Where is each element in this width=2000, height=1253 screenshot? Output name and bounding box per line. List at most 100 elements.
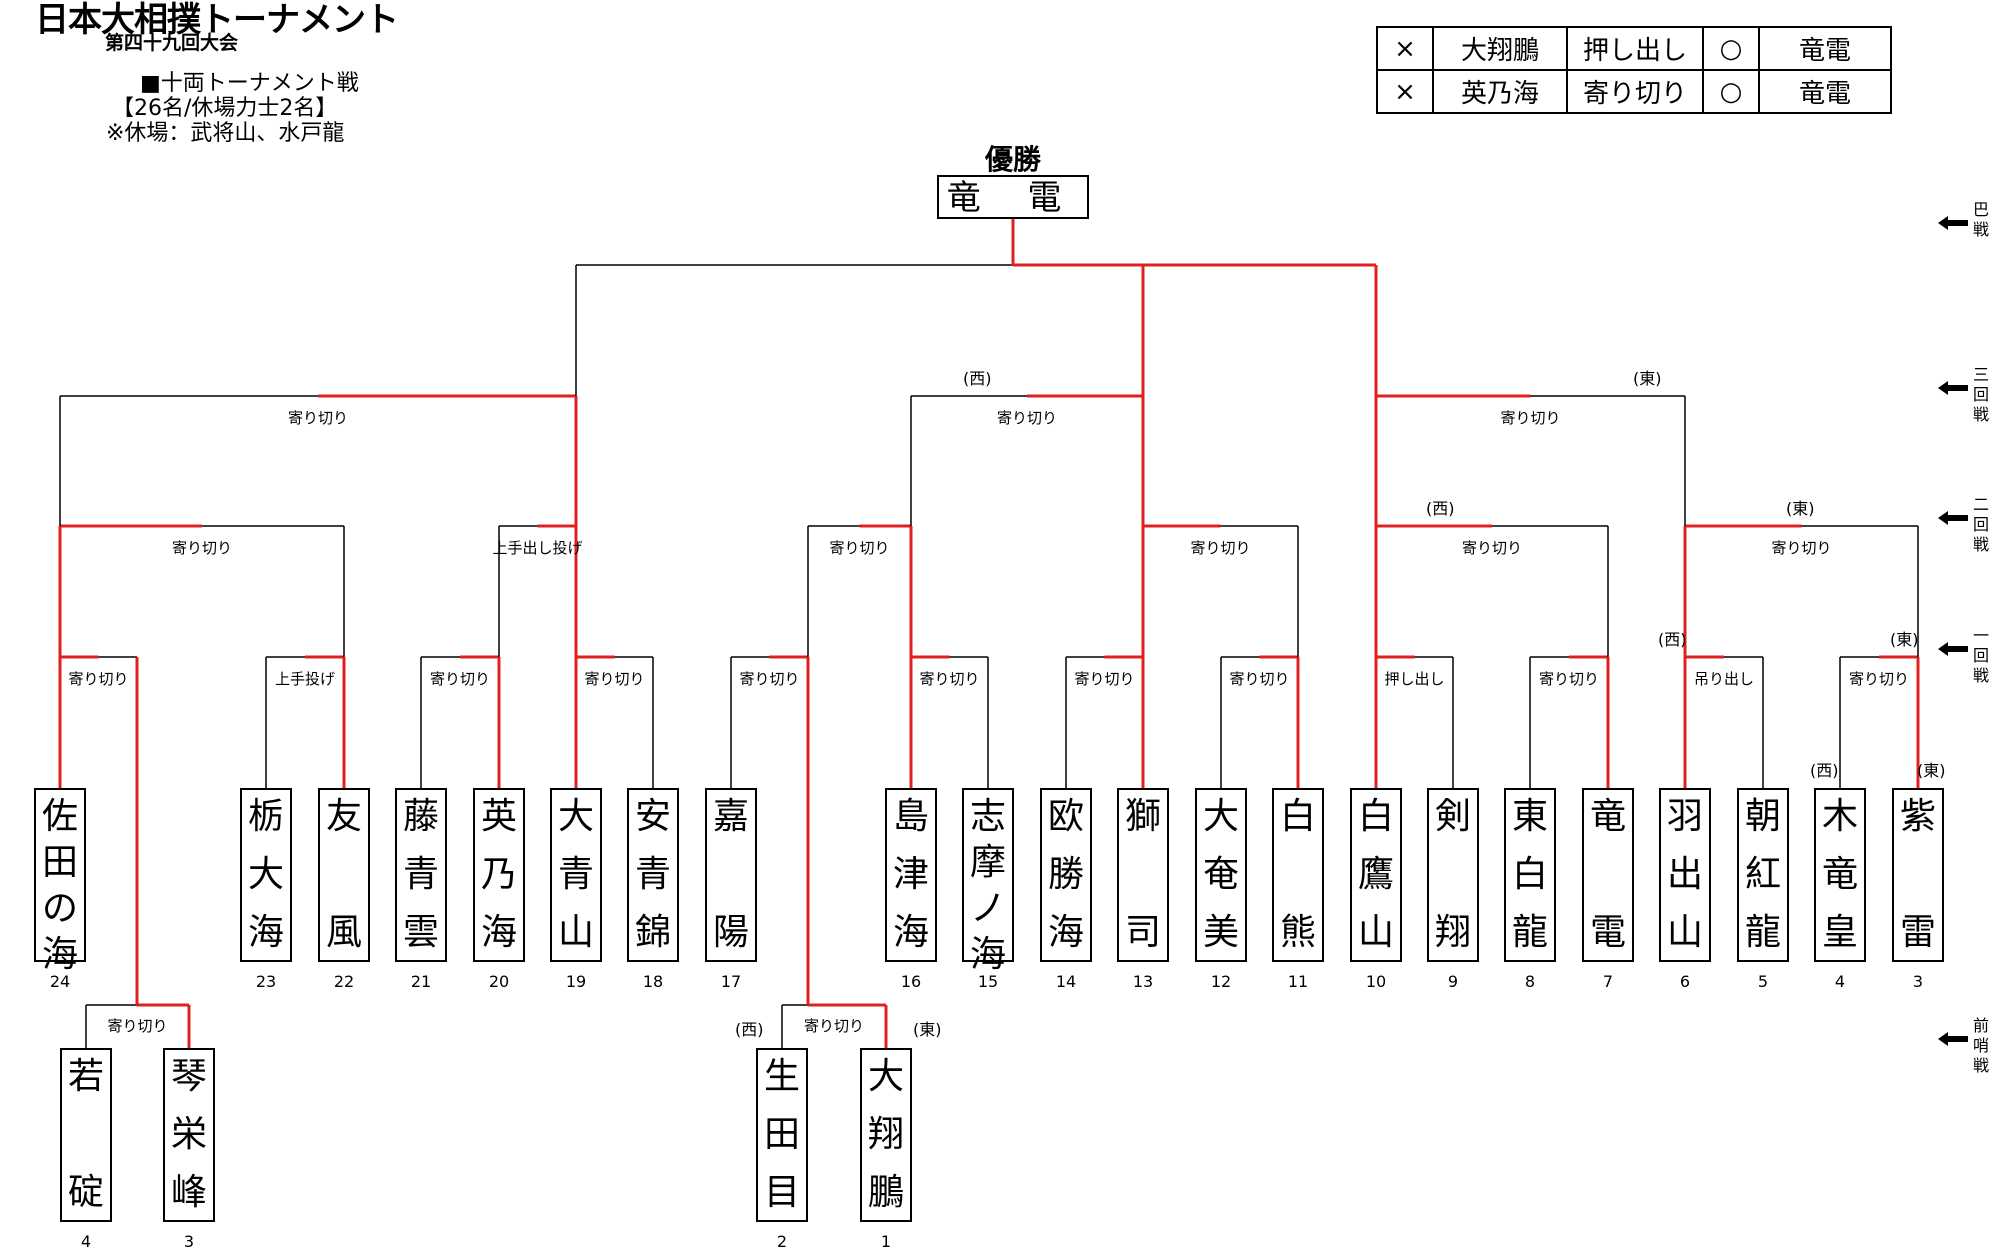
wrestler-name-char: 藤 bbox=[402, 796, 439, 837]
kimarite-label: 寄り切り bbox=[584, 670, 645, 688]
wrestler-name-char: 嘉 bbox=[712, 796, 749, 837]
final-result-table: × 大翔鵬 押し出し ○ 竜電 × 英乃海 寄り切り ○ 竜電 bbox=[1376, 26, 1892, 114]
wrestler-name-char: 島 bbox=[892, 796, 929, 837]
seed-number: 9 bbox=[1447, 972, 1459, 991]
wrestler-name-char: 鵬 bbox=[867, 1172, 904, 1213]
win-mark: ○ bbox=[1702, 26, 1760, 71]
wrestler-name-char: 白 bbox=[1357, 796, 1394, 837]
wrestler-name-box: 獅司 bbox=[1117, 788, 1169, 962]
seed-number: 5 bbox=[1757, 972, 1769, 991]
arrow-left-icon bbox=[1938, 380, 1968, 395]
wrestler-name-char: 海 bbox=[480, 912, 517, 953]
wrestler-name-char: 大 bbox=[557, 796, 594, 837]
round-label: 三回戦 bbox=[1972, 365, 1989, 424]
seed-number: 13 bbox=[1132, 972, 1154, 991]
win-mark: ○ bbox=[1702, 69, 1760, 114]
round-label: 前哨戦 bbox=[1972, 1016, 1989, 1075]
tournament-subtitle: 第四十九回大会 bbox=[105, 32, 239, 54]
wrestler-name-box: 藤青雲 bbox=[395, 788, 447, 962]
seed-number: 7 bbox=[1602, 972, 1614, 991]
wrestler-name-char: 目 bbox=[763, 1172, 800, 1213]
wrestler-name-box: 琴栄峰 bbox=[163, 1048, 215, 1222]
wrestler-name-char: 青 bbox=[557, 854, 594, 895]
wrestler-name-char: 碇 bbox=[67, 1172, 104, 1213]
wrestler-name-box: 島津海 bbox=[885, 788, 937, 962]
wrestler-name-char: 琴 bbox=[170, 1056, 207, 1097]
wrestler-name-box: 白鷹山 bbox=[1350, 788, 1402, 962]
absent-note: ※休場：武将山、水戸龍 bbox=[106, 121, 345, 146]
arrow-left-icon bbox=[1938, 641, 1968, 656]
wrestler-name-char: 皇 bbox=[1821, 912, 1858, 953]
loss-mark: × bbox=[1376, 69, 1434, 114]
seed-number: 8 bbox=[1524, 972, 1536, 991]
seed-number: 2 bbox=[776, 1232, 788, 1251]
loss-mark: × bbox=[1376, 26, 1434, 71]
wrestler-name-box: 若碇 bbox=[60, 1048, 112, 1222]
wrestler-name-box: 木竜皇 bbox=[1814, 788, 1866, 962]
loser-name: 英乃海 bbox=[1432, 69, 1568, 114]
wrestler-name-box: 朝紅龍 bbox=[1737, 788, 1789, 962]
wrestler-name-char: 乃 bbox=[480, 854, 517, 895]
kimarite-label: 寄り切り bbox=[1500, 409, 1561, 427]
wrestler-name-box: 大青山 bbox=[550, 788, 602, 962]
wrestler-name-char: 大 bbox=[1202, 796, 1239, 837]
wrestler-name-char: 生 bbox=[763, 1056, 800, 1097]
wrestler-name-char: 羽 bbox=[1666, 796, 1703, 837]
wrestler-name-char: 紅 bbox=[1744, 854, 1781, 895]
wrestler-name-char: 白 bbox=[1511, 854, 1548, 895]
wrestler-name-char: 司 bbox=[1124, 912, 1161, 953]
seed-number: 17 bbox=[720, 972, 742, 991]
wrestler-name-box: 羽出山 bbox=[1659, 788, 1711, 962]
kimarite-label: 寄り切り bbox=[1771, 539, 1832, 557]
wrestler-name-char: 友 bbox=[325, 796, 362, 837]
kimarite-label: 寄り切り bbox=[1074, 670, 1135, 688]
seed-number: 15 bbox=[977, 972, 999, 991]
wrestler-name-char: 海 bbox=[969, 934, 1006, 975]
side-west: (西) bbox=[1426, 499, 1455, 518]
wrestler-name-char: 獅 bbox=[1124, 796, 1161, 837]
kimarite-label: 寄り切り bbox=[1461, 539, 1523, 557]
wrestler-name-char: 東 bbox=[1511, 796, 1548, 837]
seed-number: 4 bbox=[1834, 972, 1846, 991]
wrestler-name-char: 龍 bbox=[1744, 912, 1781, 953]
wrestler-name-char: 津 bbox=[892, 854, 929, 895]
wrestler-name-char: の bbox=[41, 888, 78, 929]
seed-number: 16 bbox=[900, 972, 922, 991]
round-label: 二回戦 bbox=[1972, 495, 1989, 554]
wrestler-name-box: 友風 bbox=[318, 788, 370, 962]
seed-number: 24 bbox=[49, 972, 71, 991]
wrestler-name-char: 風 bbox=[325, 912, 362, 953]
wrestler-name-box: 栃大海 bbox=[240, 788, 292, 962]
wrestler-name-char: 白 bbox=[1279, 796, 1316, 837]
side-west: (西) bbox=[735, 1020, 764, 1039]
kimarite-label: 寄り切り bbox=[429, 670, 491, 688]
wrestler-name-box: 剣翔 bbox=[1427, 788, 1479, 962]
kimarite-label: 押し出し bbox=[1384, 670, 1445, 688]
wrestler-name-box: 東白龍 bbox=[1504, 788, 1556, 962]
wrestler-name-char: 海 bbox=[247, 912, 284, 953]
wrestler-name-char: 英 bbox=[480, 796, 517, 837]
wrestler-name-char: 栃 bbox=[247, 796, 284, 837]
kimarite-label: 寄り切り bbox=[107, 1017, 168, 1035]
wrestler-name-char: 海 bbox=[892, 912, 929, 953]
wrestler-name-char: 翔 bbox=[867, 1114, 904, 1155]
side-west: (西) bbox=[1658, 630, 1687, 649]
kimarite-label: 寄り切り bbox=[1848, 670, 1910, 688]
wrestler-name-char: 海 bbox=[41, 934, 78, 975]
round-label: 巴戦 bbox=[1972, 200, 1989, 239]
seed-number: 6 bbox=[1679, 972, 1691, 991]
wrestler-name-box: 竜電 bbox=[1582, 788, 1634, 962]
seed-number: 22 bbox=[333, 972, 355, 991]
kimarite-label: 寄り切り bbox=[287, 409, 349, 427]
seed-number: 4 bbox=[80, 1232, 92, 1251]
wrestler-name-char: 欧 bbox=[1047, 796, 1084, 837]
wrestler-name-char: 奄 bbox=[1202, 854, 1239, 895]
kimarite-label: 吊り出し bbox=[1693, 670, 1755, 688]
wrestler-name-char: 大 bbox=[867, 1056, 904, 1097]
participant-count: 【26名/休場力士2名】 bbox=[112, 96, 338, 121]
wrestler-name-box: 生田目 bbox=[756, 1048, 808, 1222]
wrestler-name-box: 佐田の海 bbox=[34, 788, 86, 975]
wrestler-name-box: 欧勝海 bbox=[1040, 788, 1092, 962]
champion-label: 優勝 bbox=[984, 143, 1041, 176]
wrestler-name-box: 志摩ノ海 bbox=[962, 788, 1014, 975]
